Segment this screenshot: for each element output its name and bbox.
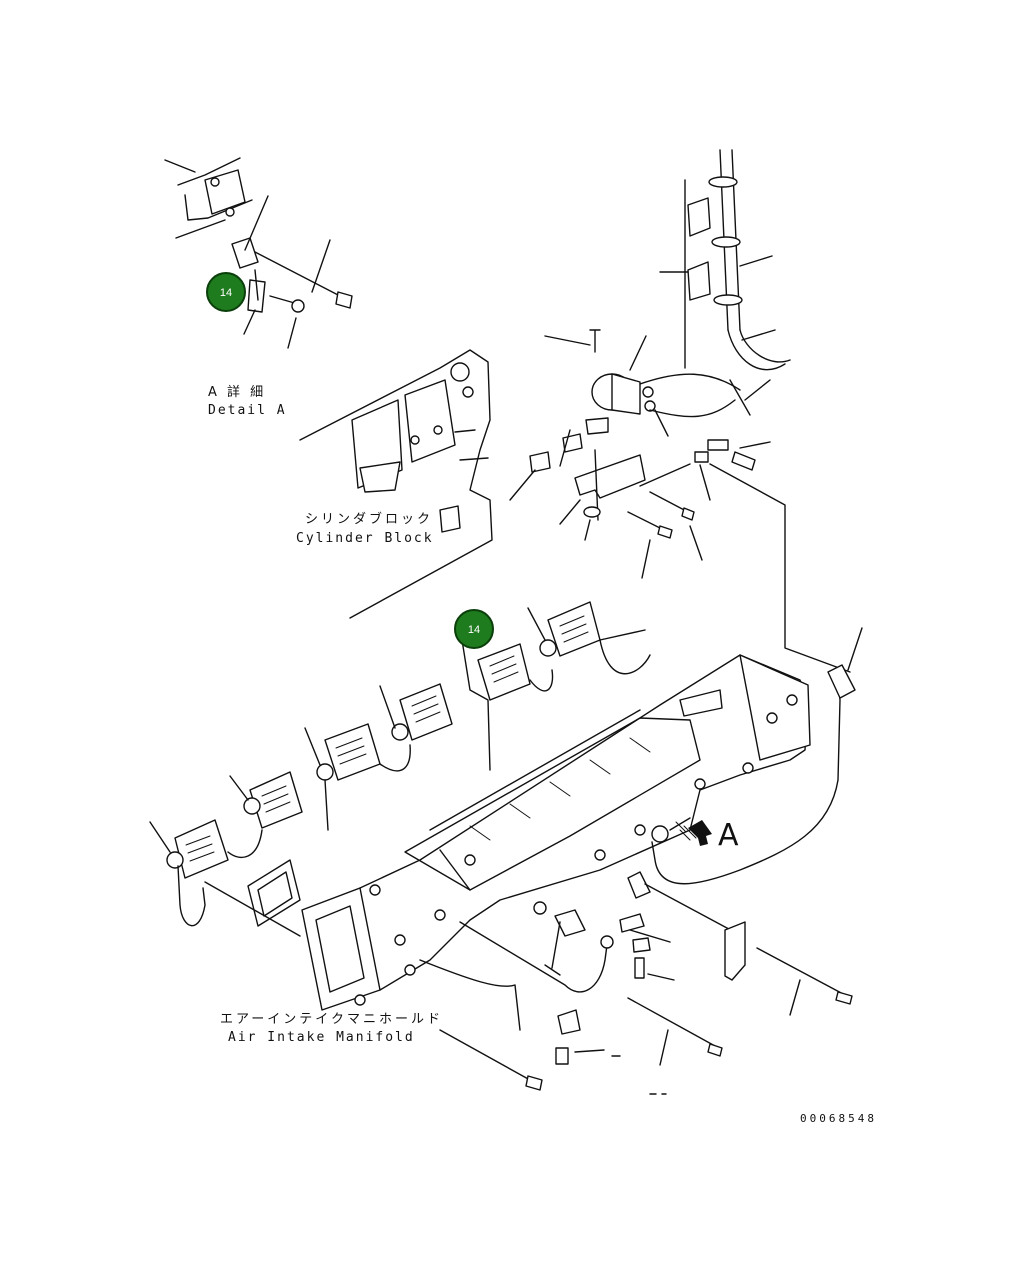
hatched-arrow-icon: [675, 820, 712, 846]
callout-marker[interactable]: [454, 609, 494, 649]
view-arrow-label: A: [718, 818, 739, 853]
callout-14-manifold[interactable]: 14: [454, 609, 494, 649]
detail-a-label-en: Detail A: [208, 403, 287, 418]
air-intake-label-jp: エアーインテイクマニホールド: [220, 1012, 443, 1027]
callout-label: 14: [220, 287, 232, 299]
cylinder-block-label-en: Cylinder Block: [296, 531, 434, 546]
air-intake-manifold-drawing: [301, 627, 863, 1095]
detail-a-drawing: [164, 157, 353, 349]
callout-marker[interactable]: [206, 272, 246, 312]
air-intake-label-en: Air Intake Manifold: [228, 1030, 415, 1045]
bracket-group-drawing: [509, 149, 851, 673]
callout-label: 14: [468, 624, 480, 636]
callout-14-detail-a[interactable]: 14: [206, 272, 246, 312]
detail-a-label-jp: A 詳 細: [208, 384, 266, 400]
cylinder-block-drawing: [299, 349, 493, 619]
heater-units-drawing: [149, 601, 651, 937]
document-number: 00068548: [800, 1112, 877, 1125]
cylinder-block-label-jp: シリンダブロック: [305, 511, 433, 527]
